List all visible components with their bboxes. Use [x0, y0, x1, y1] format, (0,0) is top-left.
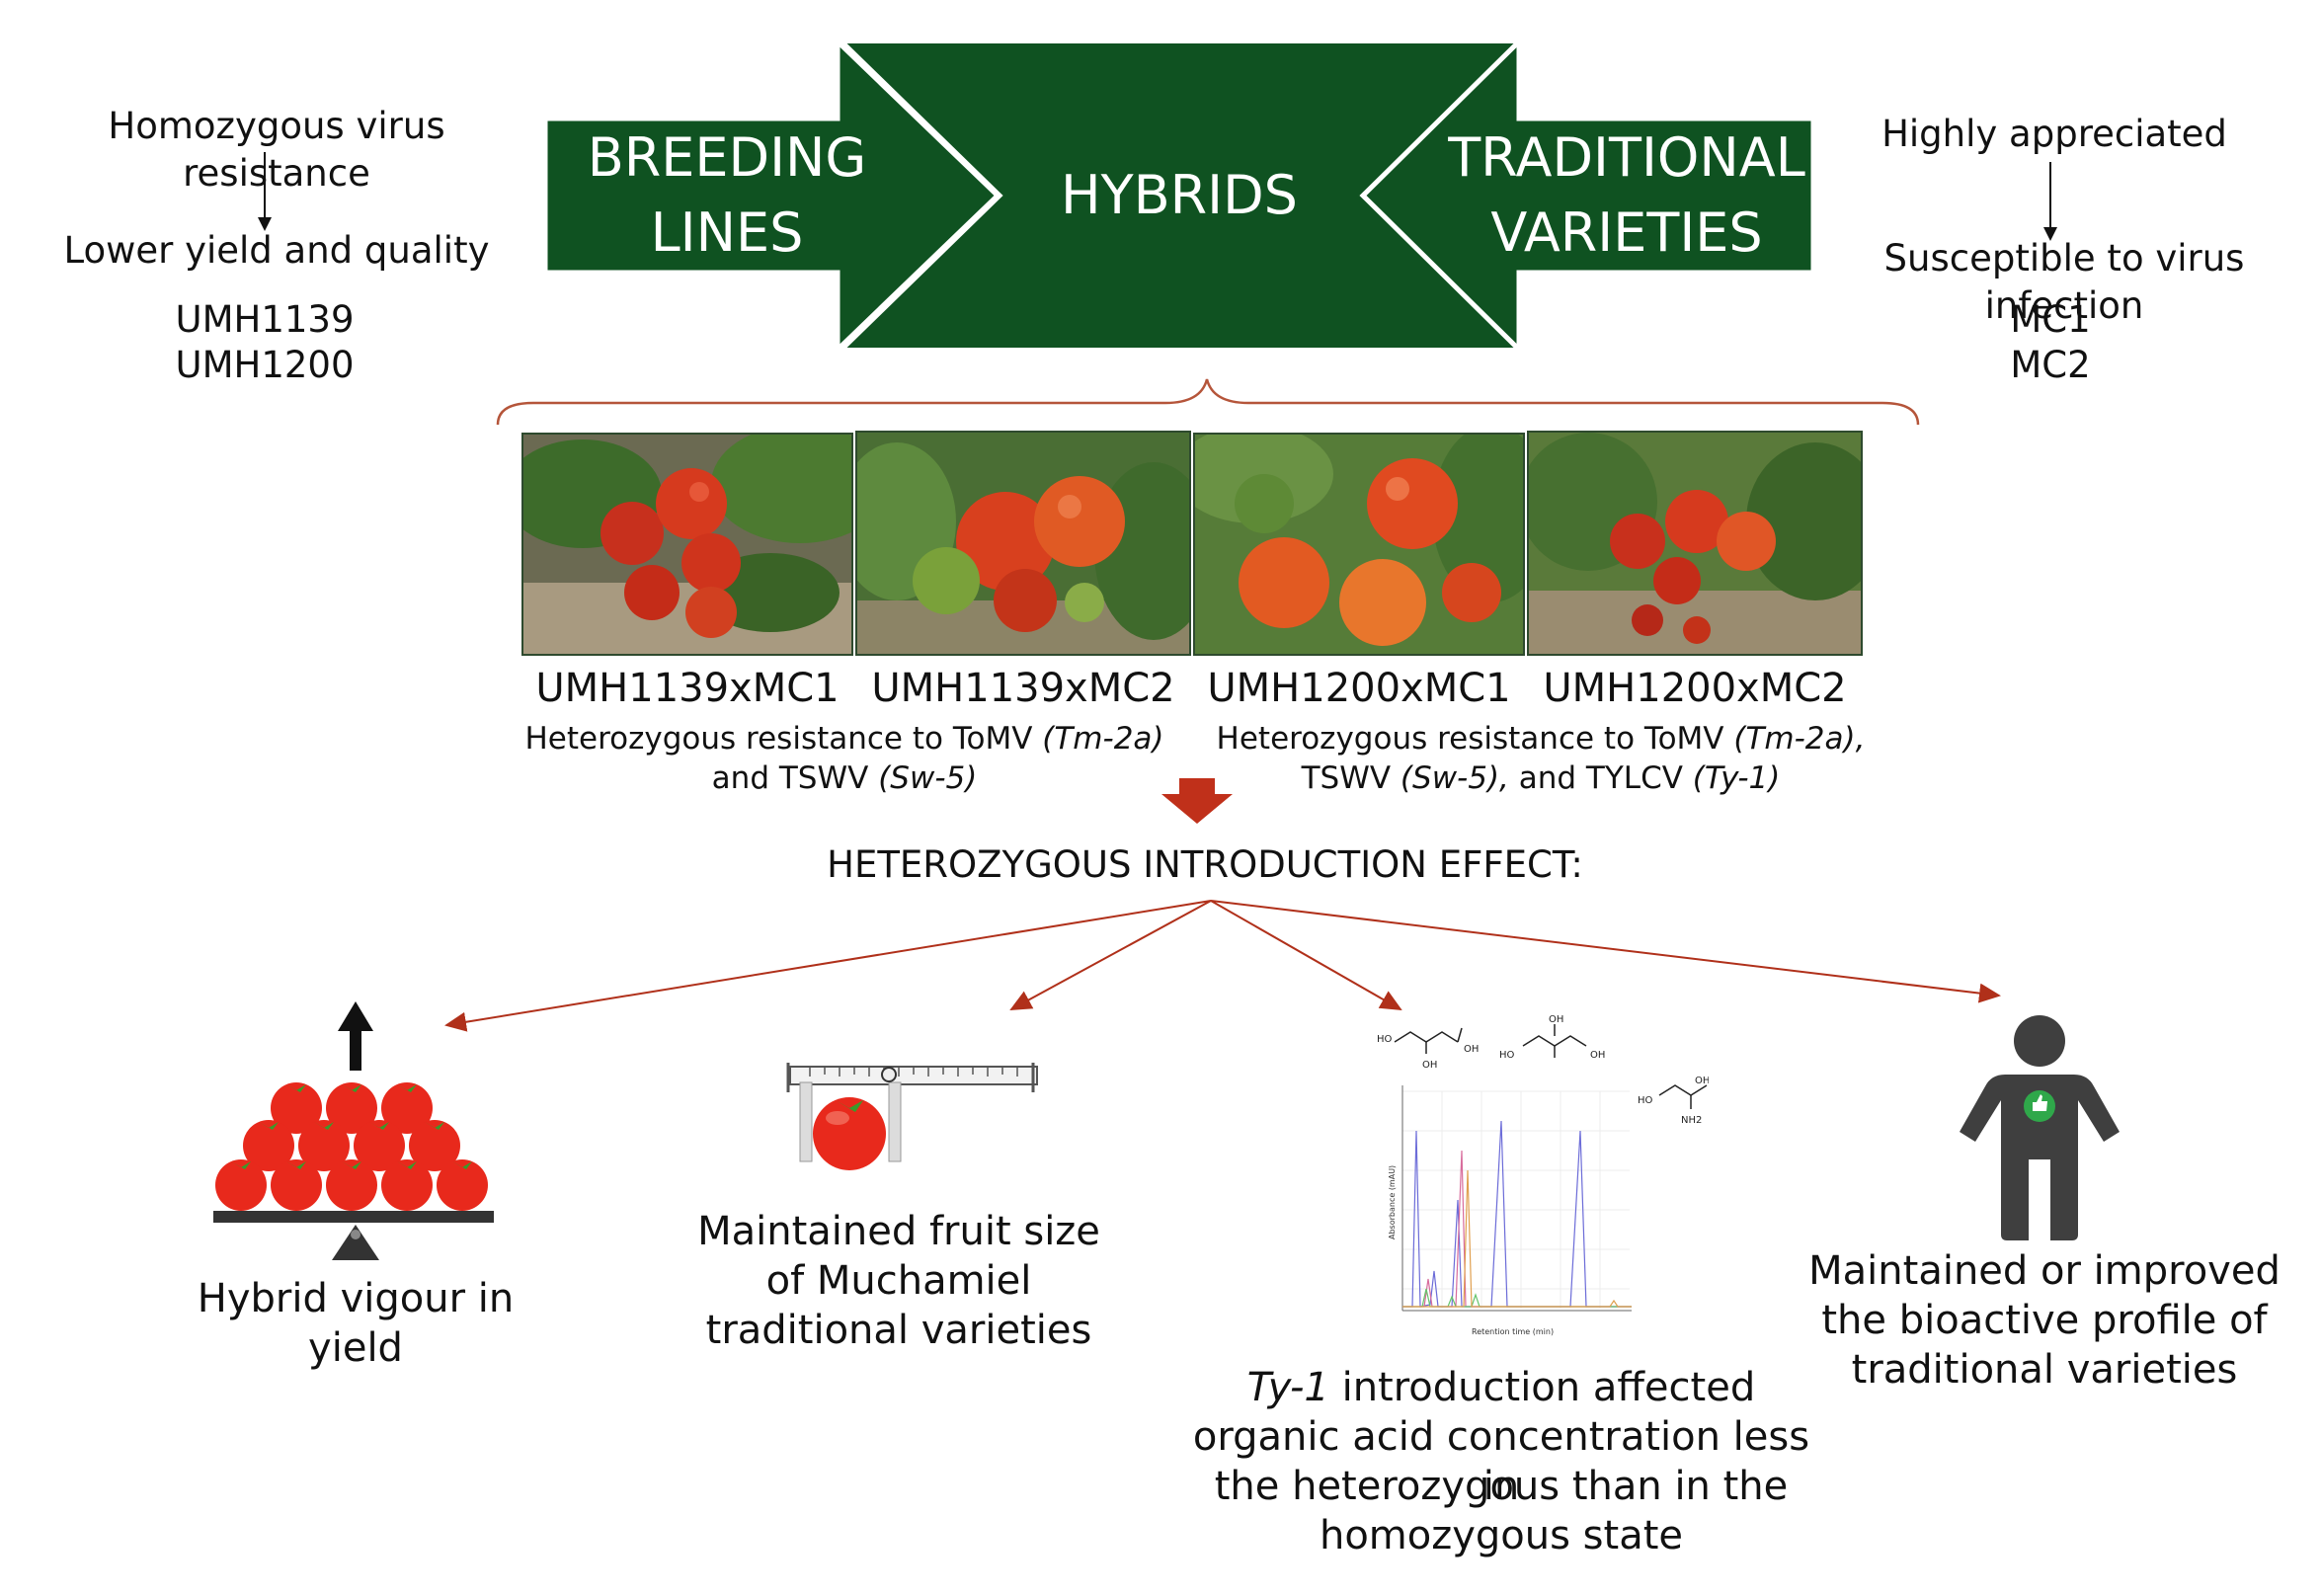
- effect-acid-line-3: the heterozygous than in the: [1214, 1464, 1789, 1509]
- hybrids-label: HYBRIDS: [1061, 164, 1298, 226]
- svg-text:HO: HO: [1638, 1095, 1653, 1106]
- traditional-variety-2: MC2: [2010, 344, 2091, 386]
- breeding-line-1: UMH1139: [175, 298, 355, 341]
- effect-size-line-3: traditional varieties: [705, 1308, 1092, 1353]
- resistance-right-line-1: Heterozygous resistance to ToMV (Tm-2a),: [1216, 721, 1866, 757]
- effect-size-line-1: Maintained fruit size: [697, 1209, 1100, 1254]
- breeding-label-1: BREEDING: [588, 126, 867, 189]
- chromatogram-xlabel: Retention time (min): [1472, 1327, 1554, 1336]
- effect-acid-line-4: homozygous state: [1319, 1513, 1684, 1558]
- left-trait-top: Homozygous virus resistance: [108, 105, 445, 195]
- hybrid-brace: [496, 378, 1920, 426]
- red-down-arrow-icon: [1161, 778, 1233, 824]
- tomato-plant-photo-icon: [1529, 433, 1861, 654]
- svg-text:HO: HO: [1377, 1034, 1393, 1045]
- effect-acid-line-2: organic acid concentration less in: [1192, 1414, 1810, 1509]
- right-down-arrow: [2043, 162, 2057, 241]
- hybrid-photo-2: [855, 431, 1191, 656]
- resistance-right-line-2: TSWV (Sw-5), and TYLCV (Ty-1): [1301, 760, 1781, 796]
- hybrid-name-4: UMH1200xMC2: [1543, 666, 1847, 711]
- right-trait-top: Highly appreciated: [1881, 113, 2227, 155]
- effect-branch-arrows: [444, 900, 2001, 1032]
- tomato-plant-photo-icon: [523, 435, 851, 654]
- resistance-left-line-1: Heterozygous resistance to ToMV (Tm-2a): [524, 721, 1164, 757]
- resistance-left-line-2: and TSWV (Sw-5): [711, 760, 978, 796]
- hybrid-name-2: UMH1139xMC2: [871, 666, 1175, 711]
- svg-text:OH: OH: [1464, 1044, 1479, 1055]
- header-arrows: BREEDING LINES HYBRIDS TRADITIONAL VARIE…: [542, 38, 1816, 356]
- svg-text:HO: HO: [1499, 1050, 1515, 1061]
- breeding-line-2: UMH1200: [175, 344, 355, 386]
- effect-size-line-2: of Muchamiel: [765, 1258, 1032, 1304]
- effect-yield-label: Hybrid vigour in yield: [197, 1276, 515, 1371]
- tomato-plant-photo-icon: [857, 433, 1189, 654]
- svg-text:OH: OH: [1590, 1050, 1605, 1061]
- svg-text:NH2: NH2: [1681, 1115, 1702, 1126]
- effect-acid-line-1: Ty-1 introduction affected: [1246, 1365, 1756, 1410]
- hybrid-name-3: UMH1200xMC1: [1207, 666, 1511, 711]
- traditional-label-1: TRADITIONAL: [1447, 126, 1805, 189]
- left-trait-bottom: Lower yield and quality: [63, 229, 490, 272]
- chromatogram-ylabel: Absorbance (mAU): [1388, 1165, 1397, 1239]
- right-trait-bottom: Susceptible to virus infection: [1883, 237, 2245, 327]
- effect-bio-line-1: Maintained or improved: [1808, 1248, 2281, 1294]
- svg-text:OH: OH: [1422, 1060, 1437, 1071]
- effect-bio-line-2: the bioactive profile of: [1821, 1298, 2268, 1343]
- svg-text:OH: OH: [1695, 1076, 1709, 1086]
- tomato-scale-icon: [213, 1001, 494, 1260]
- svg-text:OH: OH: [1549, 1014, 1563, 1025]
- traditional-label-2: VARIETIES: [1490, 201, 1762, 264]
- effect-bio-line-3: traditional varieties: [1851, 1347, 2238, 1393]
- hybrid-name-1: UMH1139xMC1: [535, 666, 840, 711]
- hybrid-photo-1: [521, 433, 853, 656]
- breeding-label-2: LINES: [651, 201, 804, 264]
- person-thumbs-up-icon: [1960, 1015, 2120, 1240]
- traditional-variety-1: MC1: [2010, 298, 2091, 341]
- left-down-arrow: [258, 152, 272, 231]
- chromatogram-icon: HO OH OH HO OH OH HO OH NH2 Absorbance (…: [1377, 1014, 1709, 1336]
- effect-title: HETEROZYGOUS INTRODUCTION EFFECT:: [827, 843, 1583, 886]
- tomato-plant-photo-icon: [1195, 435, 1523, 654]
- hybrids-center: [843, 43, 1517, 348]
- hybrid-photo-4: [1527, 431, 1863, 656]
- hybrid-photo-3: [1193, 433, 1525, 656]
- caliper-tomato-icon: [786, 1063, 1038, 1170]
